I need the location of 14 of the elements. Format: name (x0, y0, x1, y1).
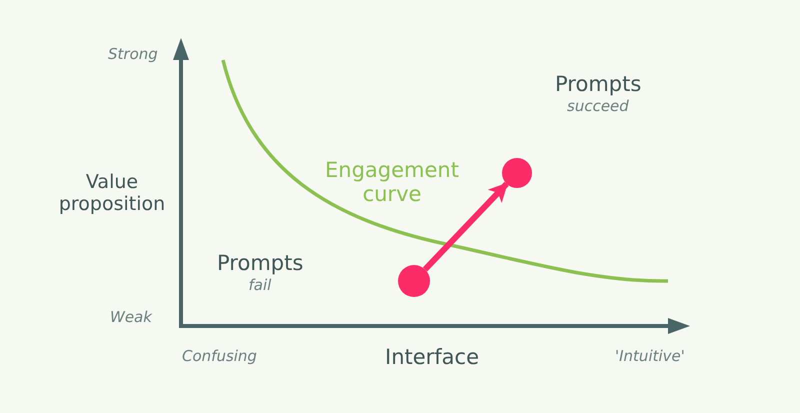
dot-marker (502, 158, 532, 188)
dot-marker (398, 265, 430, 297)
curve-label: Engagement curve (324, 158, 460, 206)
region-label: Prompts (555, 72, 642, 96)
axis-title: Interface (385, 345, 480, 370)
region-label: succeed (567, 98, 629, 116)
axis-title: Value proposition (58, 172, 166, 216)
axis-label: 'Intuitive' (615, 348, 685, 366)
axis-label: Strong (108, 46, 158, 64)
region-label: fail (248, 277, 272, 294)
axis-label: Weak (110, 309, 152, 326)
region-label: Prompts (217, 251, 304, 276)
arrow (422, 182, 509, 272)
axis-label: Confusing (182, 348, 257, 366)
